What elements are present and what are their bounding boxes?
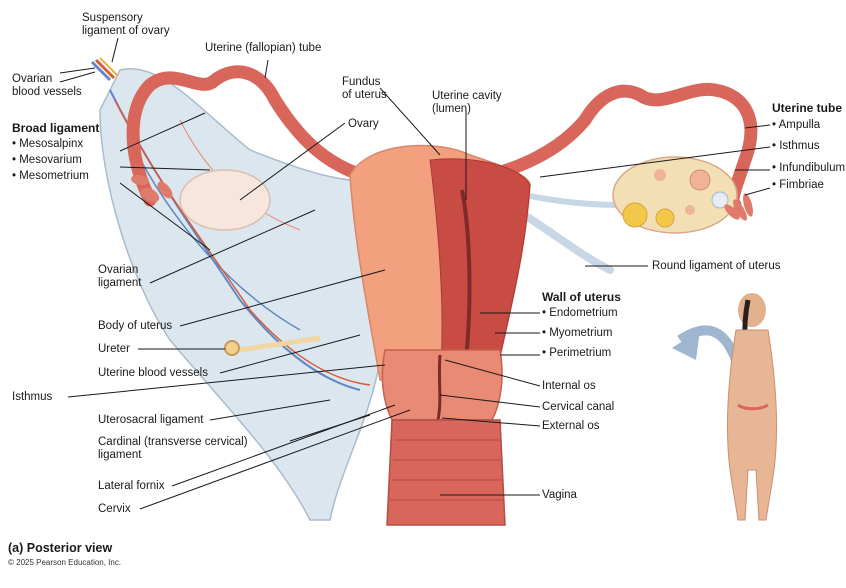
label-broad-ligament-group: Broad ligament • Mesosalpinx • Mesovariu… bbox=[12, 122, 99, 183]
label-ovarian-vessels-line1: Ovarian bbox=[12, 73, 53, 85]
ureter-section bbox=[224, 340, 240, 356]
ureter-vessels bbox=[239, 335, 321, 353]
label-endometrium: • Endometrium bbox=[542, 307, 618, 319]
label-isthmus-left: Isthmus bbox=[12, 391, 53, 403]
label-cardinal-line2: ligament bbox=[98, 449, 142, 461]
label-mesosalpinx: • Mesosalpinx bbox=[12, 138, 84, 150]
label-cervix: Cervix bbox=[98, 503, 131, 515]
label-internal-os: Internal os bbox=[542, 380, 596, 392]
ovarian-follicles bbox=[622, 169, 729, 228]
label-body-of-uterus: Body of uterus bbox=[98, 320, 173, 332]
label-round-ligament: Round ligament of uterus bbox=[652, 260, 781, 272]
vessel-red-1 bbox=[114, 99, 371, 386]
label-uterine-tube-heading: Uterine tube bbox=[772, 101, 843, 115]
left-fimbriae bbox=[131, 174, 173, 203]
label-fundus-line1: Fundus bbox=[342, 76, 381, 88]
label-suspensory-line2: ligament of ovary bbox=[82, 25, 170, 37]
left-ovary bbox=[179, 169, 271, 231]
cervical-canal bbox=[436, 354, 442, 421]
label-cardinal-line1: Cardinal (transverse cervical) bbox=[98, 436, 248, 448]
label-ovary: Ovary bbox=[348, 118, 379, 130]
label-ampulla: • Ampulla bbox=[772, 119, 821, 131]
label-uterine-cavity-line2: (lumen) bbox=[432, 103, 471, 115]
label-ureter: Ureter bbox=[98, 343, 130, 355]
label-fimbriae: • Fimbriae bbox=[772, 179, 824, 191]
label-mesometrium: • Mesometrium bbox=[12, 170, 89, 182]
uterus-wall-section bbox=[429, 158, 531, 381]
label-ovarian-ligament: Ovarian ligament bbox=[98, 264, 141, 290]
label-wall-of-uterus-heading: Wall of uterus bbox=[542, 290, 621, 304]
vessel-blue-2 bbox=[129, 139, 301, 331]
ovarian-vessel-bundle bbox=[90, 57, 119, 82]
label-uterine-tube-group: Uterine tube • Ampulla • Isthmus • Infun… bbox=[772, 102, 845, 192]
cervix bbox=[381, 349, 503, 421]
label-wall-of-uterus-group: Wall of uterus • Endometrium • Myometriu… bbox=[542, 291, 621, 360]
label-uterine-cavity: Uterine cavity (lumen) bbox=[432, 90, 502, 116]
label-suspensory-ligament: Suspensory ligament of ovary bbox=[82, 12, 170, 38]
label-ovarian-blood-vessels: Ovarian blood vessels bbox=[12, 73, 82, 99]
vagina-rugae bbox=[390, 439, 504, 501]
uterine-cavity bbox=[460, 189, 472, 361]
label-cardinal-ligament: Cardinal (transverse cervical) ligament bbox=[98, 436, 248, 462]
label-ovarian-ligament-line1: Ovarian bbox=[98, 264, 139, 276]
label-fundus-line2: of uterus bbox=[342, 89, 387, 101]
label-cervical-canal: Cervical canal bbox=[542, 401, 615, 413]
label-ovarian-ligament-line2: ligament bbox=[98, 277, 142, 289]
label-lateral-fornix: Lateral fornix bbox=[98, 480, 165, 492]
figure-caption: (a) Posterior view bbox=[8, 541, 113, 555]
right-fimbriae bbox=[724, 193, 753, 221]
label-isthmus-right: • Isthmus bbox=[772, 140, 820, 152]
label-uterine-cavity-line1: Uterine cavity bbox=[432, 90, 502, 102]
leader-lines bbox=[59, 37, 771, 510]
label-uterosacral-ligament: Uterosacral ligament bbox=[98, 414, 204, 426]
left-uterine-tube bbox=[126, 65, 387, 207]
label-ovarian-vessels-line2: blood vessels bbox=[12, 86, 82, 98]
right-uterine-tube bbox=[463, 82, 758, 212]
copyright-credit: © 2025 Pearson Education, Inc. bbox=[8, 558, 122, 567]
label-uterine-blood-vessels: Uterine blood vessels bbox=[98, 367, 208, 379]
label-myometrium: • Myometrium bbox=[542, 327, 613, 339]
label-mesovarium: • Mesovarium bbox=[12, 154, 82, 166]
label-fundus: Fundus of uterus bbox=[342, 76, 387, 102]
label-infundibulum: • Infundibulum bbox=[772, 162, 846, 174]
label-uterine-fallopian-tube: Uterine (fallopian) tube bbox=[205, 42, 322, 54]
label-broad-ligament-heading: Broad ligament bbox=[12, 121, 100, 135]
label-perimetrium: • Perimetrium bbox=[542, 347, 612, 359]
vagina bbox=[386, 419, 506, 526]
label-external-os: External os bbox=[542, 420, 600, 432]
label-suspensory-line1: Suspensory bbox=[82, 12, 143, 24]
body-orientation-figure bbox=[672, 293, 777, 521]
label-vagina: Vagina bbox=[542, 489, 577, 501]
